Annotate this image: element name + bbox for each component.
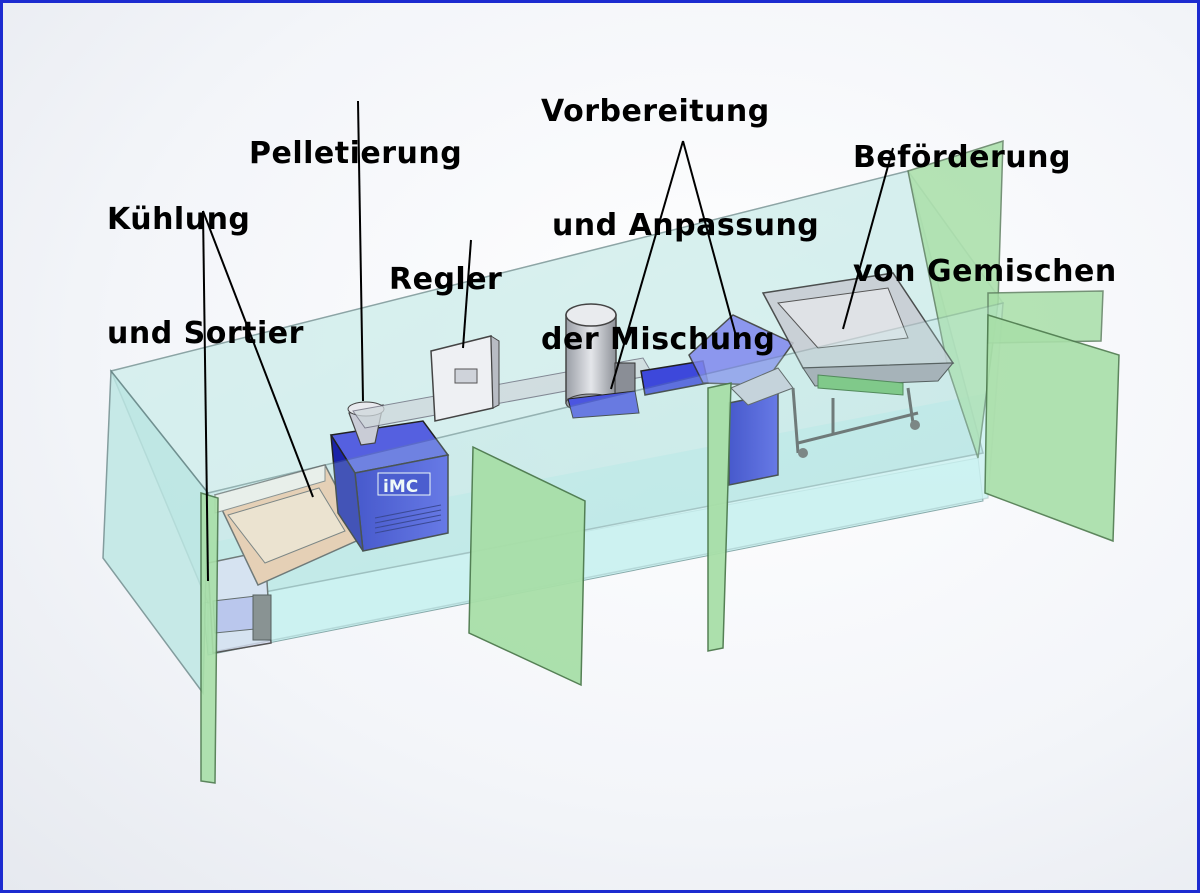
mixer-cylinder xyxy=(565,303,640,419)
label-pelleting: Pelletierung xyxy=(249,59,462,211)
front-door-middle xyxy=(468,445,586,687)
label-mixing-line-2: und Anpassung xyxy=(541,208,820,243)
label-mixing-line-1: Vorbereitung xyxy=(541,94,770,129)
front-door-right xyxy=(984,313,1120,543)
front-door-center xyxy=(707,382,732,652)
front-door-left xyxy=(200,491,219,784)
equipment-illustration: iMC xyxy=(102,100,1120,784)
mixing-unit xyxy=(640,314,795,486)
leader-pelleting xyxy=(357,100,364,402)
label-mixing: Vorbereitung und Anpassung der Mischung xyxy=(541,17,819,397)
label-conveying-line-1: Beförderung xyxy=(853,140,1071,175)
label-cooling-line-2: und Sortier xyxy=(107,316,304,351)
pellet-press: iMC xyxy=(329,401,450,552)
label-pelleting-line-1: Pelletierung xyxy=(249,136,463,171)
leader-conveying xyxy=(842,147,894,330)
label-controller: Regler xyxy=(389,185,502,337)
leader-lines xyxy=(202,100,894,582)
leader-mixing-2 xyxy=(682,140,740,348)
leader-controller xyxy=(462,239,472,349)
label-conveying-line-2: von Gemischen xyxy=(853,254,1117,289)
controller-box xyxy=(430,335,500,422)
label-conveying: Beförderung von Gemischen xyxy=(853,63,1117,329)
leader-mixing-1 xyxy=(610,140,684,390)
label-controller-line-1: Regler xyxy=(389,262,503,297)
machine-brand-label: iMC xyxy=(383,477,418,497)
leader-cooling-2 xyxy=(202,210,314,498)
conveying-unit xyxy=(761,272,955,458)
label-mixing-line-3: der Mischung xyxy=(541,322,776,357)
label-cooling: Kühlung und Sortier xyxy=(107,125,304,391)
label-cooling-line-1: Kühlung xyxy=(107,202,251,237)
leader-cooling-1 xyxy=(202,210,209,582)
